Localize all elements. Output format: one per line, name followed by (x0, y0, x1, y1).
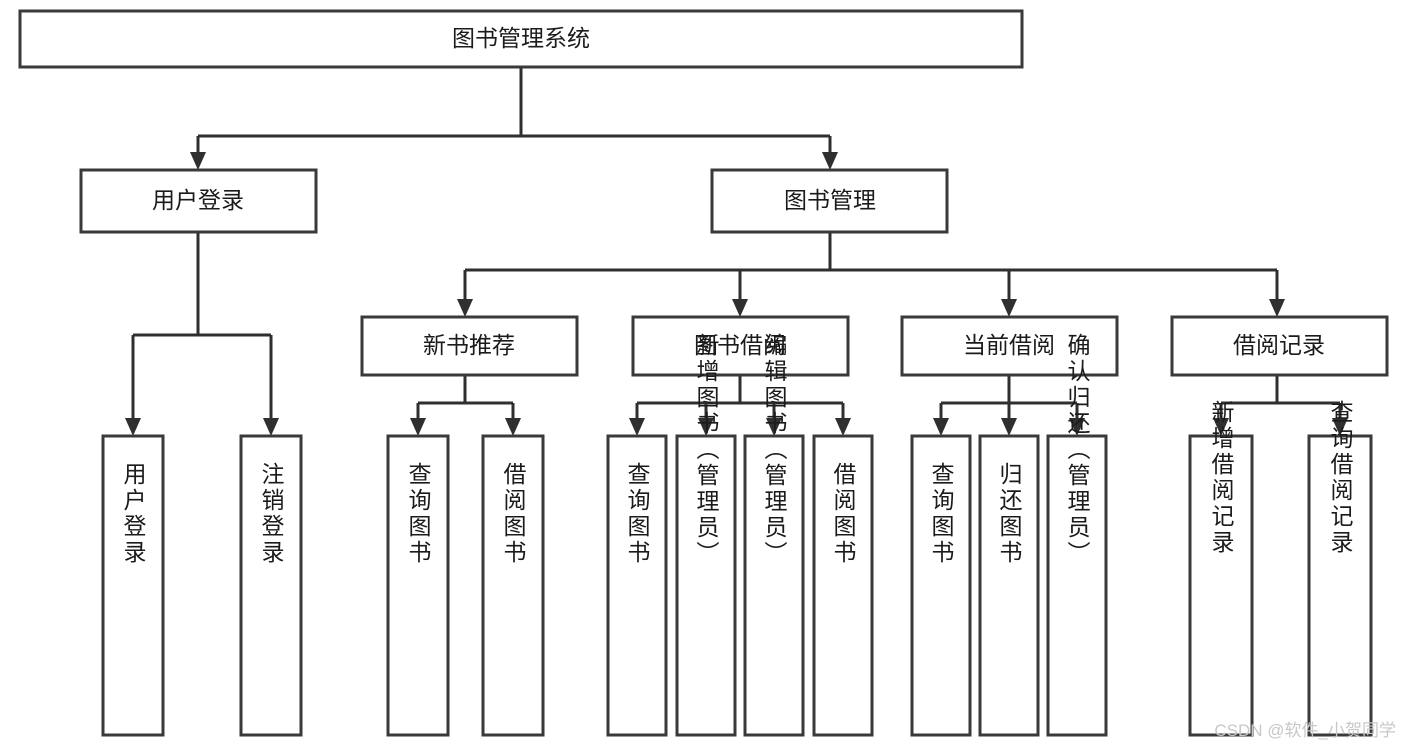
leaf-user-login-2-box (239, 434, 303, 737)
node-book-management-box (710, 168, 949, 234)
arrow-head-new-book (457, 299, 473, 317)
leaf-current-borrow-3-label: 确认归还（管理员） (1064, 333, 1091, 567)
leaf-user-login-1-label: 用户登录 (120, 462, 147, 566)
leaf-current-borrow-1-box (910, 434, 972, 737)
leaf-book-borrow-4[interactable]: 借阅图书 (812, 434, 874, 737)
arrow-head-current-borrow-leaf-1 (933, 418, 949, 436)
leaf-book-borrow-2-label: 新增图书（管理员） (693, 333, 720, 567)
arrow-head-user-login-leaf-1 (125, 418, 141, 436)
leaf-book-borrow-1-box (606, 434, 668, 737)
arrow-head-book-borrow-leaf-2 (698, 418, 714, 436)
node-book-borrow[interactable]: 图书借阅 (631, 315, 850, 377)
node-borrow-record-label: 借阅记录 (1233, 332, 1325, 358)
leaf-user-login-1-box (101, 434, 165, 737)
node-new-book-recommend[interactable]: 新书推荐 (360, 315, 579, 377)
node-book-management-label: 图书管理 (784, 187, 876, 213)
leaf-current-borrow-3-box (1046, 434, 1108, 737)
leaf-new-book-1[interactable]: 查询图书 (386, 434, 450, 737)
leaf-current-borrow-1[interactable]: 查询图书 (910, 434, 972, 737)
leaf-current-borrow-3[interactable]: 确认归还（管理员） (1046, 333, 1108, 737)
leaf-current-borrow-2[interactable]: 归还图书 (978, 434, 1040, 737)
leaf-current-borrow-2-label: 归还图书 (996, 462, 1023, 566)
node-book-borrow-label: 图书借阅 (694, 332, 786, 358)
watermark-label: CSDN @软件_小贺同学 (1214, 721, 1396, 740)
node-root-system-label: 图书管理系统 (452, 25, 590, 51)
leaf-user-login-1[interactable]: 用户登录 (101, 434, 165, 737)
arrow-head-new-book-leaf-1 (410, 418, 426, 436)
node-current-borrow[interactable]: 当前借阅 (900, 315, 1119, 377)
arrow-head-book-borrow-leaf-4 (835, 418, 851, 436)
arrow-head-current-borrow-leaf-2 (1001, 418, 1017, 436)
connector-group-borrow-record (1213, 375, 1348, 436)
arrow-head-book-borrow (732, 299, 748, 317)
node-current-borrow-label: 当前借阅 (963, 332, 1055, 358)
leaf-new-book-1-label: 查询图书 (405, 462, 432, 566)
leaf-book-borrow-4-box (812, 434, 874, 737)
node-current-borrow-box (900, 315, 1119, 377)
arrow-head-borrow-record-leaf-1 (1213, 418, 1229, 436)
leaf-book-borrow-3-box (743, 434, 805, 737)
connector-group-current-borrow (933, 375, 1085, 436)
arrow-head-new-book-leaf-2 (505, 418, 521, 436)
leaf-book-borrow-3[interactable]: 编辑图书（管理员） (743, 333, 805, 737)
leaf-new-book-2-box (481, 434, 545, 737)
connector-group-book-borrow (629, 375, 851, 436)
node-borrow-record[interactable]: 借阅记录 (1170, 315, 1389, 377)
node-user-login[interactable]: 用户登录 (79, 168, 318, 234)
leaf-new-book-2-label: 借阅图书 (500, 462, 527, 566)
leaf-borrow-record-1[interactable]: 新增借阅记录 (1188, 400, 1254, 737)
leaf-new-book-1-box (386, 434, 450, 737)
leaf-book-borrow-2[interactable]: 新增图书（管理员） (675, 333, 737, 737)
leaf-user-login-2-label: 注销登录 (258, 462, 285, 566)
leaf-borrow-record-2[interactable]: 查询借阅记录 (1307, 400, 1373, 737)
leaf-borrow-record-1-box (1188, 434, 1254, 737)
node-book-borrow-box (631, 315, 850, 377)
leaf-book-borrow-1-label: 查询图书 (624, 462, 651, 566)
node-root-system-box (18, 9, 1024, 69)
leaf-book-borrow-1[interactable]: 查询图书 (606, 434, 668, 737)
arrow-head-borrow-record-leaf-2 (1332, 418, 1348, 436)
node-user-login-label: 用户登录 (152, 187, 244, 213)
arrow-head-book-mgmt (822, 152, 838, 170)
arrow-head-user-login (190, 152, 206, 170)
node-borrow-record-box (1170, 315, 1389, 377)
node-new-book-recommend-box (360, 315, 579, 377)
arrow-head-current-borrow-leaf-3 (1069, 418, 1085, 436)
arrow-head-current-borrow (1001, 299, 1017, 317)
leaf-book-borrow-3-label: 编辑图书（管理员） (761, 333, 788, 567)
connector-group-root (190, 67, 838, 170)
node-book-management[interactable]: 图书管理 (710, 168, 949, 234)
leaf-borrow-record-2-box (1307, 434, 1373, 737)
arrow-head-book-borrow-leaf-1 (629, 418, 645, 436)
node-user-login-box (79, 168, 318, 234)
leaf-new-book-2[interactable]: 借阅图书 (481, 434, 545, 737)
arrow-head-user-login-leaf-2 (263, 418, 279, 436)
arrow-head-borrow-record (1269, 299, 1285, 317)
node-new-book-recommend-label: 新书推荐 (423, 332, 515, 358)
leaf-book-borrow-2-box (675, 434, 737, 737)
leaf-borrow-record-1-label: 新增借阅记录 (1208, 400, 1235, 556)
leaf-user-login-2[interactable]: 注销登录 (239, 434, 303, 737)
leaf-current-borrow-1-label: 查询图书 (928, 462, 955, 566)
node-root-system[interactable]: 图书管理系统 (18, 9, 1024, 69)
leaf-borrow-record-2-label: 查询借阅记录 (1327, 400, 1354, 556)
arrow-head-book-borrow-leaf-3 (766, 418, 782, 436)
connector-group-user-login (125, 232, 279, 436)
connector-group-new-book (410, 375, 521, 436)
leaf-current-borrow-2-box (978, 434, 1040, 737)
leaf-book-borrow-4-label: 借阅图书 (830, 462, 857, 566)
connector-group-book-management (457, 232, 1285, 317)
